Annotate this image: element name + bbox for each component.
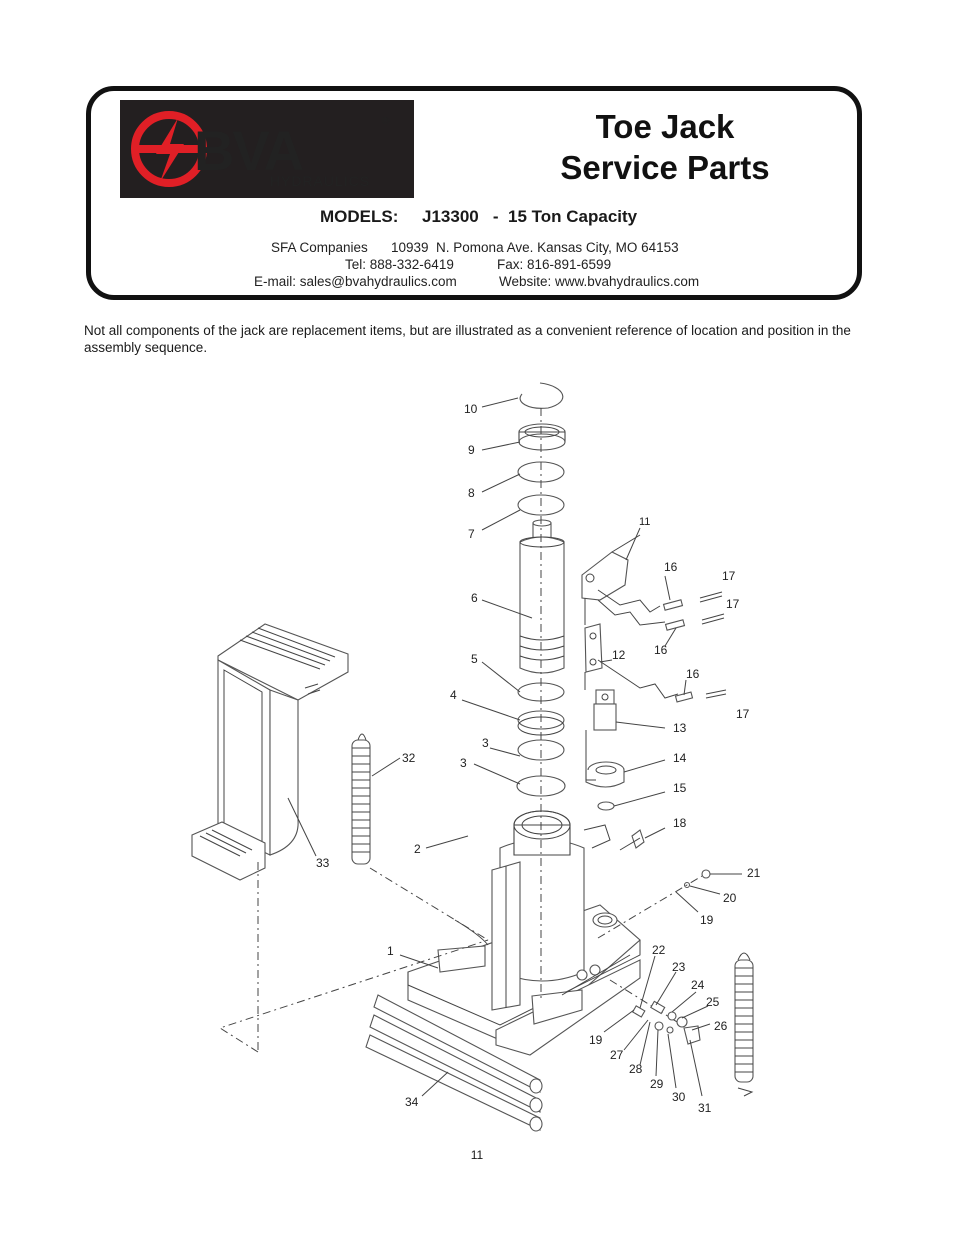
- callout-12: 12: [612, 648, 626, 662]
- callout-25: 25: [706, 995, 720, 1009]
- contact-address: 10939 N. Pomona Ave. Kansas City, MO 641…: [391, 240, 679, 255]
- assembly-note: Not all components of the jack are repla…: [84, 323, 851, 355]
- snap-ring-part: [519, 382, 564, 409]
- contact-tel: Tel: 888-332-6419: [345, 257, 454, 272]
- ram-piston-part: [519, 519, 565, 674]
- contact-website: Website: www.bvahydraulics.com: [499, 274, 700, 289]
- callout-17b: 17: [726, 597, 740, 611]
- release-screw-parts: [597, 869, 711, 1045]
- handle-socket-part: [581, 534, 641, 601]
- callout-27: 27: [610, 1048, 624, 1062]
- pins-16-parts: [662, 599, 694, 703]
- washer-15-part: [597, 801, 615, 811]
- pin-linkage-lines: [584, 589, 679, 781]
- page-number: 11: [470, 1148, 484, 1162]
- callout-20: 20: [723, 891, 737, 905]
- toe-block-part: [437, 919, 583, 1025]
- contact-company: SFA Companies: [271, 240, 368, 255]
- callout-34: 34: [405, 1095, 419, 1109]
- link-12-part: [584, 623, 603, 673]
- callout-4: 4: [450, 688, 457, 702]
- spring-32-part: [351, 733, 371, 865]
- bva-logo: BVA ® HYDRAULICS: [120, 100, 414, 198]
- lift-frame-part: [191, 623, 349, 881]
- callout-16b: 16: [654, 643, 668, 657]
- callout-17a: 17: [722, 569, 736, 583]
- callout-22: 22: [652, 943, 666, 957]
- callout-33: 33: [316, 856, 330, 870]
- callout-7: 7: [468, 527, 475, 541]
- callout-11: 11: [639, 516, 650, 528]
- contact-fax: Fax: 816-891-6599: [497, 257, 612, 272]
- callout-26: 26: [714, 1019, 728, 1033]
- callout-9: 9: [468, 443, 475, 457]
- title-line-1: Toe Jack: [595, 108, 735, 145]
- callout-18: 18: [673, 816, 687, 830]
- contact-email: E-mail: sales@bvahydraulics.com: [254, 274, 457, 289]
- brand-name: BVA: [194, 119, 303, 182]
- callout-13: 13: [673, 721, 687, 735]
- callout-16a: 16: [664, 560, 678, 574]
- frame-post-part: [491, 824, 611, 1011]
- cotter-pins-17-parts: [699, 591, 727, 699]
- callout-19b: 19: [589, 1033, 603, 1047]
- callout-3b: 3: [460, 756, 467, 770]
- callout-14: 14: [673, 751, 687, 765]
- callout-5: 5: [471, 652, 478, 666]
- title-line-2: Service Parts: [560, 149, 770, 186]
- pump-clamp-part: [585, 761, 625, 788]
- callout-17c: 17: [736, 707, 750, 721]
- brand-subtitle: HYDRAULICS: [270, 173, 370, 189]
- cylinder-body-part: [499, 810, 585, 982]
- callout-28: 28: [629, 1062, 643, 1076]
- callout-21: 21: [747, 866, 761, 880]
- ram-nut-part: [518, 423, 566, 451]
- callout-1: 1: [387, 944, 394, 958]
- callout-16c: 16: [686, 667, 700, 681]
- callout-19a: 19: [700, 913, 714, 927]
- spring-right-part: [734, 952, 754, 1097]
- callout-29: 29: [650, 1077, 664, 1091]
- callout-2: 2: [414, 842, 421, 856]
- header-frame: [86, 86, 862, 300]
- registered-mark: ®: [382, 116, 390, 127]
- callout-8: 8: [468, 486, 475, 500]
- callout-31: 31: [698, 1101, 712, 1115]
- callout-6: 6: [471, 591, 478, 605]
- pump-boss-part: [561, 912, 631, 996]
- callout-23: 23: [672, 960, 686, 974]
- valve-18-part: [619, 829, 645, 851]
- callout-30: 30: [672, 1090, 686, 1104]
- models-line: MODELS: J13300 - 15 Ton Capacity: [320, 207, 638, 226]
- callout-24: 24: [691, 978, 705, 992]
- callout-32: 32: [402, 751, 416, 765]
- handle-bars-part: [365, 994, 543, 1132]
- page-title: Toe Jack Service Parts: [520, 106, 810, 188]
- pump-plunger-part: [593, 689, 617, 731]
- callout-10: 10: [464, 402, 478, 416]
- callout-3a: 3: [482, 736, 489, 750]
- callout-15: 15: [673, 781, 687, 795]
- lightning-icon: [131, 111, 207, 187]
